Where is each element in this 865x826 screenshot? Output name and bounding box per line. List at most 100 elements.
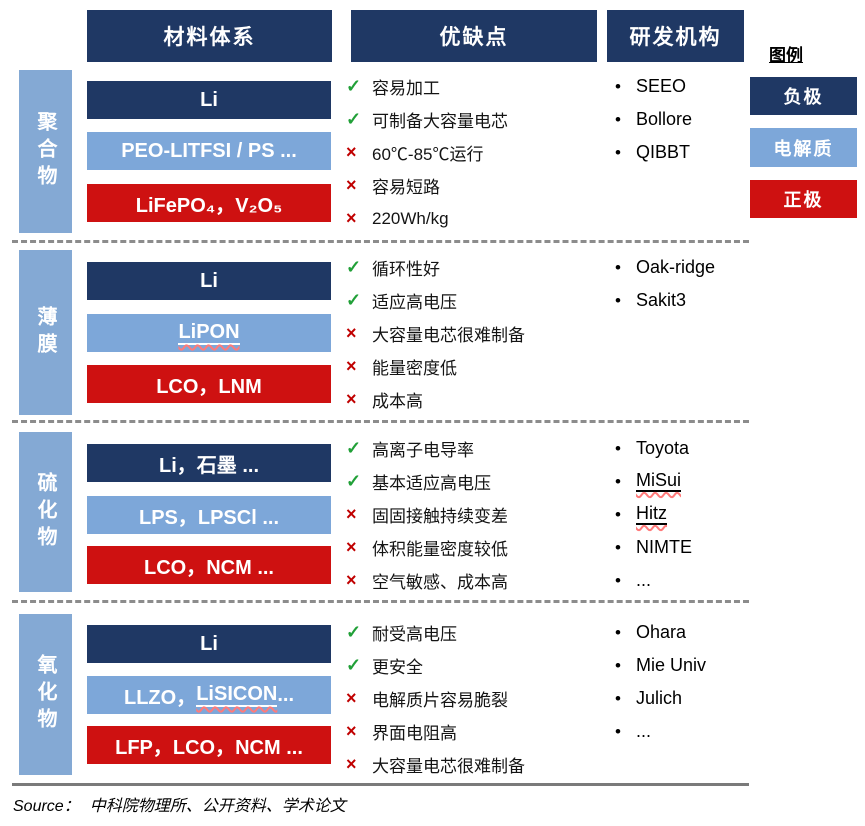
check-icon: ✓	[346, 471, 362, 491]
pros-cons-text: 容易短路	[372, 178, 440, 197]
pros-cons-item: ✓ 可制备大容量电芯	[346, 103, 611, 136]
cross-icon: ×	[346, 208, 357, 228]
cross-icon: ×	[346, 754, 357, 774]
pros-cons-text: 大容量电芯很难制备	[372, 757, 525, 776]
institution-item: •...	[615, 564, 765, 597]
institution-name: SEEO	[636, 76, 687, 96]
separator-line	[12, 420, 749, 423]
pros-cons-item: ×电解质片容易脆裂	[346, 682, 611, 715]
pros-cons-text: 耐受高电压	[372, 625, 457, 644]
institution-name: NIMTE	[636, 537, 692, 557]
pros-cons-item: ✓ 更安全	[346, 649, 611, 682]
column-header-pros-cons: 优缺点	[351, 10, 597, 62]
category-label-thin-film: 薄膜	[19, 250, 72, 415]
pros-cons-text: 界面电阻高	[372, 724, 457, 743]
pros-cons-item: × 大容量电芯很难制备	[346, 748, 611, 781]
institution-item: • Sakit3	[615, 284, 765, 317]
bullet-icon: •	[615, 438, 621, 458]
cross-icon: ×	[346, 175, 357, 195]
pros-cons-list: ✓高离子电导率 ✓基本适应高电压 ×固固接触持续变差 ×体积能量密度较低 ×空气…	[346, 432, 611, 597]
bullet-icon: •	[615, 290, 621, 310]
pros-cons-text: 适应高电压	[372, 293, 457, 312]
bar-label-prefix: LLZO，	[123, 686, 197, 709]
institution-list: • Ohara •Mie Univ • Julich •...	[615, 616, 765, 748]
pros-cons-text: 高离子电导率	[372, 441, 474, 460]
institution-item: • Hitz	[615, 498, 765, 531]
bar-anode: Li，石墨 ...	[87, 444, 331, 482]
bar-electrolyte: LPS，LPSCl ...	[87, 496, 331, 534]
institution-name: Ohara	[636, 622, 687, 642]
check-icon: ✓	[346, 655, 362, 675]
bar-electrolyte: LiPON	[87, 314, 331, 352]
pros-cons-text: 体积能量密度较低	[372, 540, 508, 559]
bullet-icon: •	[615, 76, 621, 96]
institution-name: Bollore	[636, 109, 693, 129]
bullet-icon: •	[615, 688, 621, 708]
pros-cons-text: 可制备大容量电芯	[372, 112, 508, 131]
institution-name: ...	[636, 721, 652, 741]
institution-name: QIBBT	[636, 142, 691, 162]
column-header-materials: 材料体系	[87, 10, 332, 62]
pros-cons-item: ✓适应高电压	[346, 284, 611, 317]
bullet-icon: •	[615, 471, 621, 491]
pros-cons-item: ✓ 耐受高电压	[346, 616, 611, 649]
bullet-icon: •	[615, 257, 621, 277]
cross-icon: ×	[346, 688, 357, 708]
institution-list: •Oak-ridge •Sakit3	[615, 251, 765, 317]
bar-electrolyte: PEO-LITFSI / PS ...	[87, 132, 331, 170]
bullet-icon: •	[615, 504, 621, 524]
separator-line	[12, 600, 749, 603]
bar-cathode: LCO，LNM	[87, 365, 331, 403]
underlined-term: LiSICON	[196, 683, 278, 707]
institution-item: •Mie Univ	[615, 649, 765, 682]
pros-cons-text: 60℃-85℃运行	[372, 145, 484, 164]
cross-icon: ×	[346, 721, 357, 741]
pros-cons-list: ✓容易加工 ✓可制备大容量电芯 ×60℃-85℃运行 ×容易短路 ×220Wh/…	[346, 70, 611, 235]
institution-item: •Bollore	[615, 103, 765, 136]
source-note: Source： 中科院物理所、公开资料、学术论文	[13, 792, 346, 816]
bullet-icon: •	[615, 721, 621, 741]
pros-cons-text: 更安全	[372, 658, 423, 677]
institution-name: MiSui	[636, 469, 682, 490]
pros-cons-item: × 60℃-85℃运行	[346, 136, 611, 169]
footer-rule	[12, 783, 749, 786]
institution-name: Julich	[636, 688, 683, 708]
category-label-oxide: 氧化物	[19, 614, 72, 775]
pros-cons-item: ✓ 循环性好	[346, 251, 611, 284]
legend-swatch-electrolyte: 电解质	[750, 128, 857, 167]
cross-icon: ×	[346, 570, 357, 590]
pros-cons-item: ×220Wh/kg	[346, 202, 611, 235]
pros-cons-item: ×成本高	[346, 383, 611, 416]
pros-cons-item: ×大容量电芯很难制备	[346, 317, 611, 350]
pros-cons-item: × 容易短路	[346, 169, 611, 202]
cross-icon: ×	[346, 537, 357, 557]
pros-cons-text: 空气敏感、成本高	[372, 573, 508, 592]
institution-item: • Julich	[615, 682, 765, 715]
bar-anode: Li	[87, 81, 331, 119]
cross-icon: ×	[346, 504, 357, 524]
category-label-polymer: 聚合物	[19, 70, 72, 233]
source-text: 中科院物理所、公开资料、学术论文	[89, 798, 346, 815]
cross-icon: ×	[346, 142, 357, 162]
pros-cons-list: ✓ 耐受高电压 ✓ 更安全 ×电解质片容易脆裂 × 界面电阻高 × 大容量电芯很难制备	[346, 616, 611, 781]
bar-anode: Li	[87, 625, 331, 663]
pros-cons-text: 循环性好	[372, 260, 440, 279]
check-icon: ✓	[346, 257, 362, 277]
institution-name: Sakit3	[636, 290, 687, 310]
bullet-icon: •	[615, 655, 621, 675]
legend-title: 图例	[769, 46, 803, 65]
institution-name: Hitz	[636, 502, 667, 523]
check-icon: ✓	[346, 109, 362, 129]
institution-item: • MiSui	[615, 465, 765, 498]
institution-item: •...	[615, 715, 765, 748]
pros-cons-item: ✓高离子电导率	[346, 432, 611, 465]
source-label: Source：	[13, 798, 80, 815]
cross-icon: ×	[346, 323, 357, 343]
check-icon: ✓	[346, 622, 362, 642]
cross-icon: ×	[346, 389, 357, 409]
pros-cons-text: 基本适应高电压	[372, 474, 491, 493]
separator-line	[12, 240, 749, 243]
pros-cons-list: ✓循环性好 ✓适应高电压 ×大容量电芯很难制备 ×能量密度低 ×成本高	[346, 251, 611, 416]
bullet-icon: •	[615, 570, 621, 590]
